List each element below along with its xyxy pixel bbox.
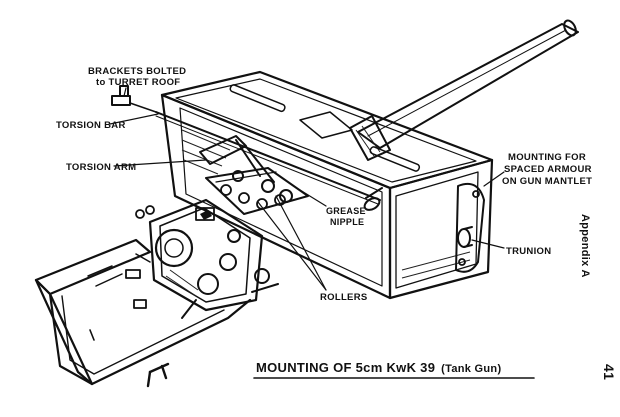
- leader-lines: [109, 87, 505, 291]
- appendix-side-note: Appendix A: [579, 214, 591, 278]
- breech-mechanism: [135, 198, 279, 319]
- label-trunion: TRUNION: [506, 246, 551, 257]
- figure-caption: MOUNTING OF 5cm KwK 39 (Tank Gun): [253, 360, 535, 379]
- label-mounting-line2: SPACED ARMOUR: [504, 164, 592, 175]
- label-brackets-bolted-line2: to TURRET ROOF: [96, 77, 180, 88]
- caption-paren: (Tank Gun): [441, 363, 501, 375]
- page-number: 41: [601, 364, 617, 380]
- label-mounting-line1: MOUNTING FOR: [508, 152, 586, 163]
- label-torsion-bar: TORSION BAR: [56, 120, 126, 131]
- label-grease-nipple-line1: GREASE: [326, 206, 366, 216]
- label-mounting-line3: ON GUN MANTLET: [502, 176, 592, 187]
- caption-title: MOUNTING OF 5cm KwK 39 (Tank Gun): [256, 360, 501, 375]
- recoil-guard: [34, 238, 252, 388]
- cradle-box: [160, 70, 494, 300]
- label-grease-nipple-line2: NIPPLE: [330, 217, 364, 227]
- caption-main: MOUNTING OF 5cm KwK 39: [256, 360, 435, 375]
- roller-assembly: [205, 167, 309, 215]
- gun-barrel: [349, 19, 579, 161]
- label-brackets-bolted-line1: BRACKETS BOLTED: [88, 66, 186, 77]
- label-rollers: ROLLERS: [320, 292, 368, 303]
- labels: BRACKETS BOLTED to TURRET ROOF TORSION B…: [56, 66, 592, 303]
- label-torsion-arm: TORSION ARM: [66, 162, 136, 173]
